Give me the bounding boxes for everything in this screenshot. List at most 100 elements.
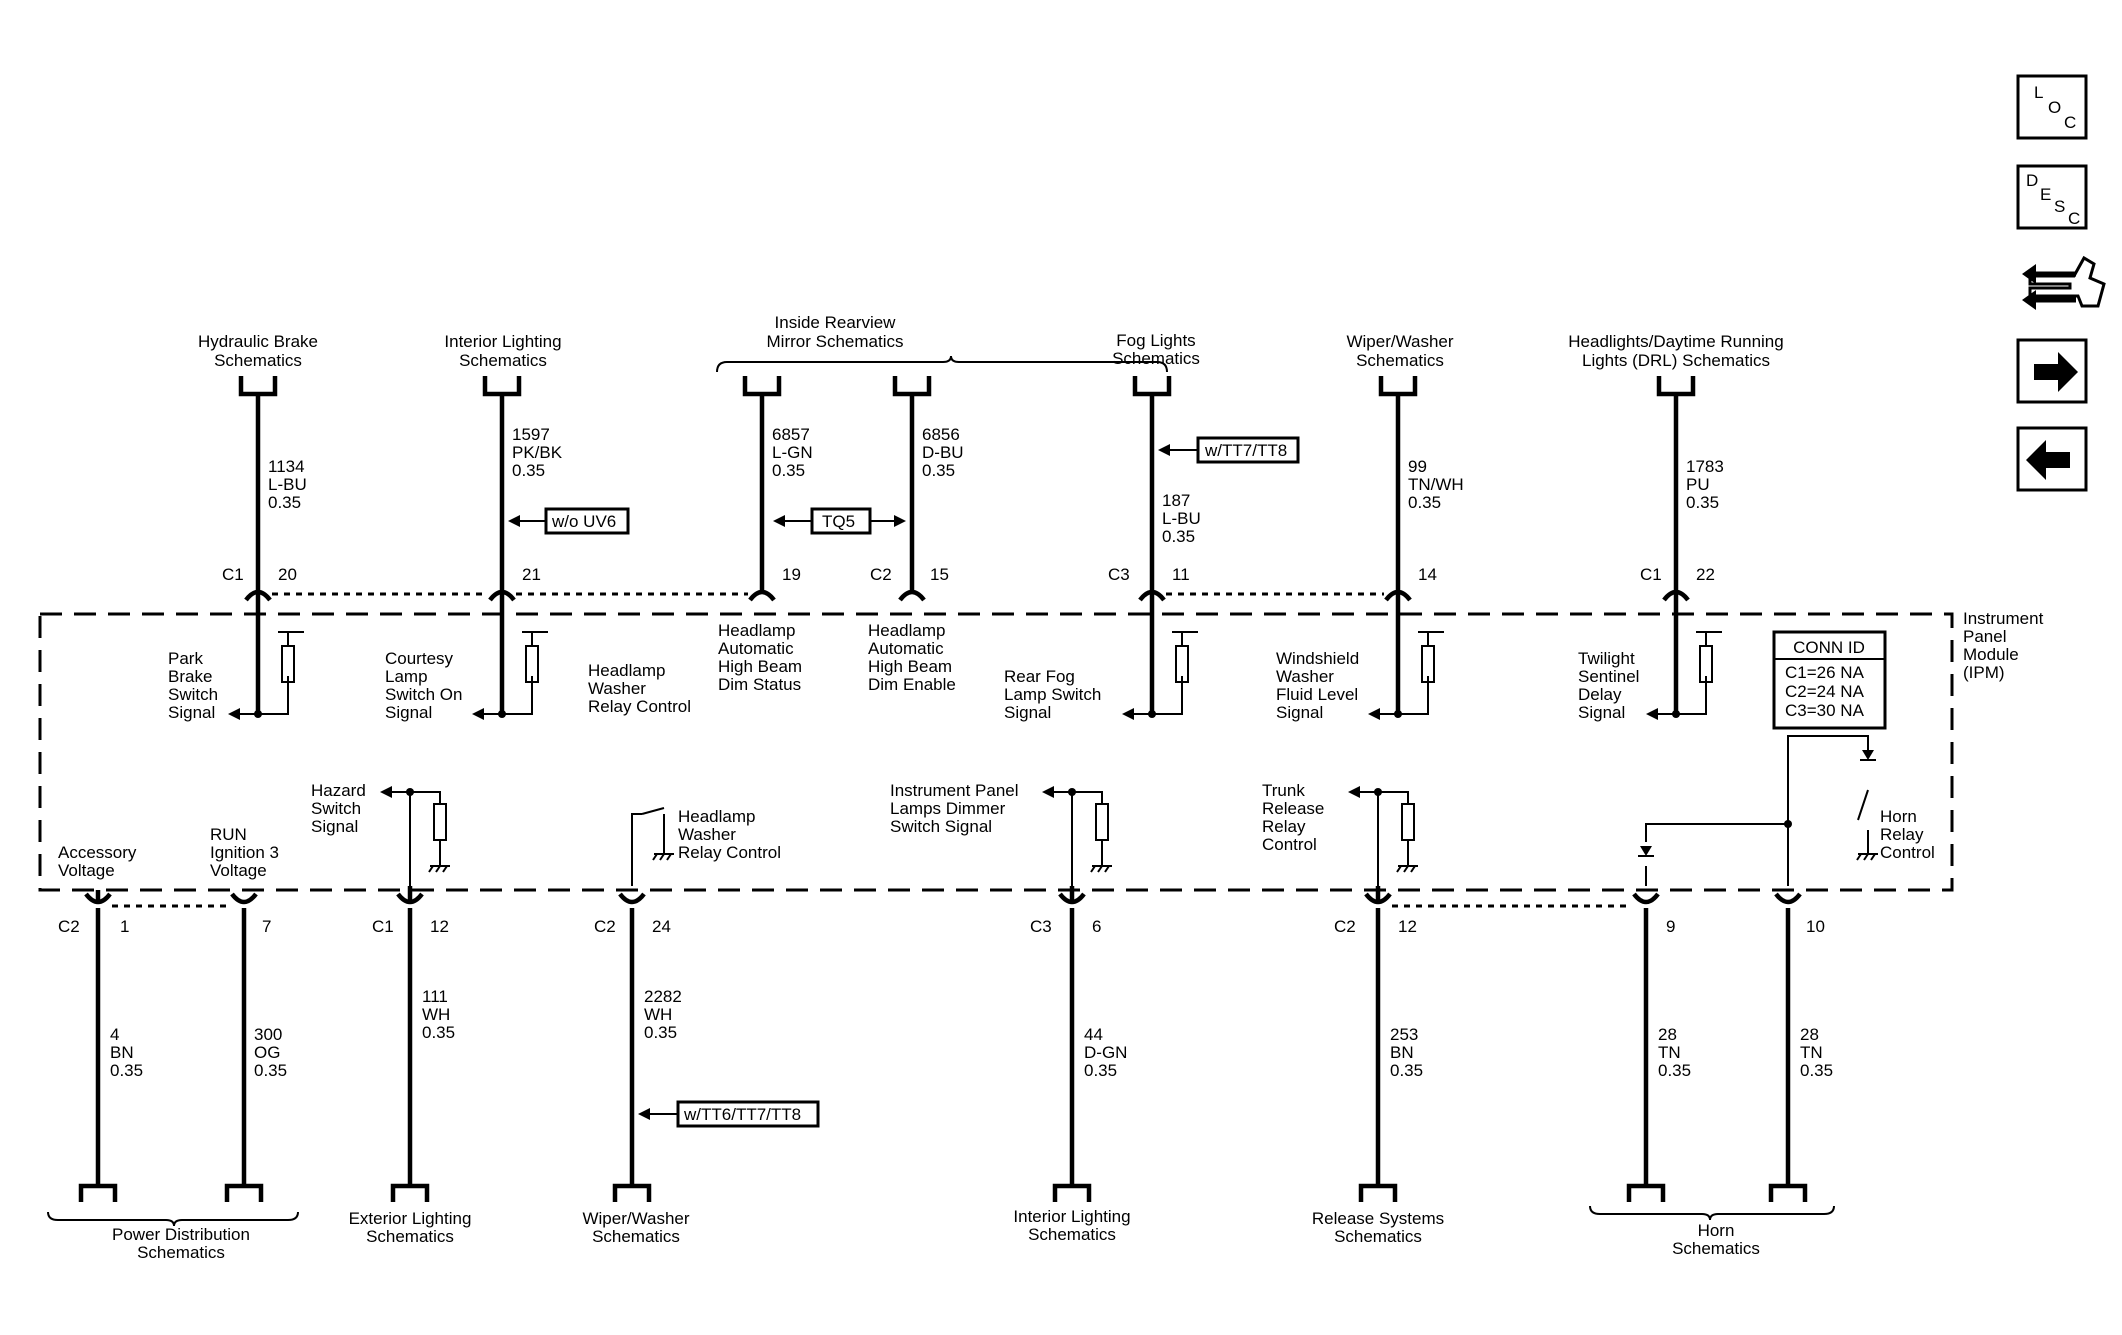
dest-label: Schematics — [214, 351, 302, 370]
signal-label: Switch On — [385, 685, 462, 704]
signal-label: Brake — [168, 667, 212, 686]
module-label-2: Panel — [1963, 627, 2006, 646]
module-label-4: (IPM) — [1963, 663, 2005, 682]
signal-label: Trunk — [1262, 781, 1305, 800]
dest-label: Schematics — [1028, 1225, 1116, 1244]
signal-label: Dim Status — [718, 675, 801, 694]
dest-label: Hydraulic Brake — [198, 332, 318, 351]
mirror-group: Inside Rearview Mirror Schematics 6857 L… — [716, 313, 1168, 694]
circuit-gauge: 0.35 — [268, 493, 301, 512]
signal-label: RUN — [210, 825, 247, 844]
dest-label: Lights (DRL) Schematics — [1582, 351, 1770, 370]
pin-number: 10 — [1806, 917, 1825, 936]
module-label-3: Module — [1963, 645, 2019, 664]
desc-icon[interactable]: D E S C — [2016, 164, 2088, 230]
dest-label: Fog Lights — [1116, 331, 1195, 350]
pin-number: 21 — [522, 565, 541, 584]
pin-number: 15 — [930, 565, 949, 584]
signal-label: Ignition 3 — [210, 843, 279, 862]
circuit-number: 99 — [1408, 457, 1427, 476]
dest-label: Schematics — [1356, 351, 1444, 370]
circuit-number: 28 — [1800, 1025, 1819, 1044]
circuit-gauge: 0.35 — [1800, 1061, 1833, 1080]
circuit-color: D-GN — [1084, 1043, 1127, 1062]
power-dest: Power Distribution — [112, 1225, 250, 1244]
circuit-color: PK/BK — [512, 443, 563, 462]
circuit-gauge: 0.35 — [1084, 1061, 1117, 1080]
pin-number: 12 — [430, 917, 449, 936]
next-arrow-icon[interactable] — [2016, 338, 2088, 404]
option-label: w/o UV6 — [551, 512, 616, 531]
top-wire-interior-lighting: Interior Lighting Schematics 1597 PK/BK … — [385, 332, 630, 722]
pin-number: 20 — [278, 565, 297, 584]
circuit-number: 28 — [1658, 1025, 1677, 1044]
desc-letter: E — [2040, 185, 2051, 204]
signal-label: Signal — [385, 703, 432, 722]
connector-id: C1 — [222, 565, 244, 584]
pin-number: 1 — [120, 917, 129, 936]
circuit-color: TN — [1800, 1043, 1823, 1062]
circuit-gauge: 0.35 — [644, 1023, 677, 1042]
option-box — [810, 507, 872, 535]
signal-label: Relay — [1262, 817, 1306, 836]
circuit-number: 253 — [1390, 1025, 1418, 1044]
conn-id-title: CONN ID — [1793, 638, 1865, 657]
signal-label: Control — [1262, 835, 1317, 854]
circuit-gauge: 0.35 — [1408, 493, 1441, 512]
top-wire-fog-lights: Fog Lights Schematics w/TT7/TT8 187 L-BU… — [1004, 331, 1300, 722]
signal-label: Signal — [168, 703, 215, 722]
previous-arrow-icon[interactable] — [2016, 426, 2088, 492]
module-label-1: Instrument — [1963, 609, 2044, 628]
dest-label: Interior Lighting — [1013, 1207, 1130, 1226]
circuit-color: BN — [110, 1043, 134, 1062]
signal-label: Release — [1262, 799, 1324, 818]
option-label: w/TT6/TT7/TT8 — [683, 1105, 801, 1124]
bottom-wire-headlamp-washer: Headlamp Washer Relay Control C2 24 2282… — [582, 807, 820, 1246]
circuit-color: L-BU — [268, 475, 307, 494]
top-wire-hydraulic-brake: Hydraulic Brake Schematics 1134 L-BU 0.3… — [168, 332, 318, 722]
loc-letter: O — [2048, 98, 2061, 117]
connector-id: C3 — [1030, 917, 1052, 936]
connector-id: C1 — [372, 917, 394, 936]
circuit-color: BN — [1390, 1043, 1414, 1062]
connector-id: C2 — [1334, 917, 1356, 936]
signal-label: Headlamp — [678, 807, 756, 826]
conn-id-row-1: C1=26 NA — [1785, 663, 1865, 682]
dest-label: Wiper/Washer — [1346, 332, 1453, 351]
circuit-gauge: 0.35 — [512, 461, 545, 480]
dest-label: Schematics — [592, 1227, 680, 1246]
power-bracket — [47, 1211, 299, 1227]
top-wire-headlights-drl: Headlights/Daytime Running Lights (DRL) … — [1568, 332, 1783, 722]
signal-label: Signal — [311, 817, 358, 836]
circuit-color: OG — [254, 1043, 280, 1062]
signal-label: Windshield — [1276, 649, 1359, 668]
option-label: TQ5 — [822, 512, 855, 531]
circuit-number: 2282 — [644, 987, 682, 1006]
circuit-gauge: 0.35 — [422, 1023, 455, 1042]
desc-letter: C — [2068, 209, 2080, 228]
desc-letter: S — [2054, 197, 2065, 216]
signal-label: Fluid Level — [1276, 685, 1358, 704]
dest-label: Wiper/Washer — [582, 1209, 689, 1228]
circuit-color: L-BU — [1162, 509, 1201, 528]
connector-icon[interactable] — [2022, 255, 2106, 310]
circuit-color: TN/WH — [1408, 475, 1464, 494]
pin-number: 24 — [652, 917, 671, 936]
dest-label: Schematics — [459, 351, 547, 370]
pin-number: 7 — [262, 917, 271, 936]
signal-label: Switch — [311, 799, 361, 818]
signal-label: Control — [1880, 843, 1935, 862]
bottom-wire-accessory: Accessory Voltage C2 1 4 BN 0.35 — [58, 843, 143, 1202]
signal-label: Dim Enable — [868, 675, 956, 694]
signal-label: Voltage — [58, 861, 115, 880]
ipm-module-outline — [38, 612, 1954, 892]
connector-id: C1 — [1640, 565, 1662, 584]
bottom-wire-run: RUN Ignition 3 Voltage 7 300 OG 0.35 — [210, 825, 287, 1202]
dest-label: Release Systems — [1312, 1209, 1444, 1228]
circuit-number: 300 — [254, 1025, 282, 1044]
loc-icon[interactable]: L O C — [2016, 74, 2088, 140]
headlamp-washer-upper-label: Headlamp — [588, 661, 666, 680]
circuit-gauge: 0.35 — [1162, 527, 1195, 546]
